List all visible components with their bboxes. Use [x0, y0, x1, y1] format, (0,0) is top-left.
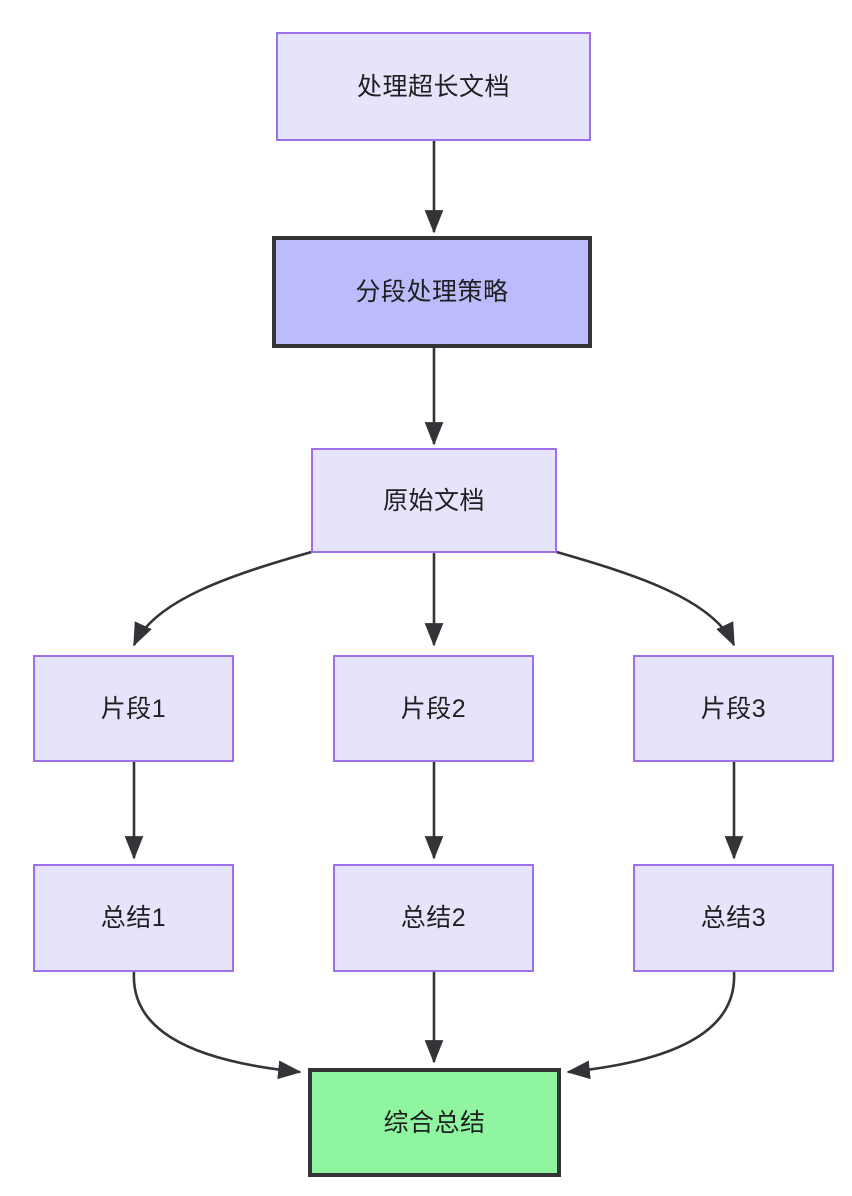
node-summary1[interactable]: 总结1: [33, 864, 234, 972]
node-label: 片段1: [100, 694, 167, 723]
node-doc-source[interactable]: 原始文档: [311, 448, 557, 553]
node-label: 原始文档: [382, 486, 485, 515]
node-chunk2[interactable]: 片段2: [333, 655, 534, 762]
node-label: 总结2: [400, 904, 467, 932]
node-summary2[interactable]: 总结2: [333, 864, 534, 972]
node-doc-long[interactable]: 处理超长文档: [276, 32, 591, 141]
node-label: 总结1: [100, 904, 167, 932]
node-label: 片段2: [400, 694, 467, 723]
node-summary3[interactable]: 总结3: [633, 864, 834, 972]
node-strategy[interactable]: 分段处理策略: [272, 236, 592, 348]
node-chunk1[interactable]: 片段1: [33, 655, 234, 762]
node-chunk3[interactable]: 片段3: [633, 655, 834, 762]
edge-doc-source-to-chunk3: [552, 549, 736, 647]
node-label: 总结3: [700, 904, 767, 932]
edge-summary1-to-final: [132, 971, 302, 1080]
edge-doc-source-to-chunk1: [132, 549, 316, 647]
node-label: 片段3: [700, 694, 767, 723]
node-label: 综合总结: [383, 1108, 486, 1137]
node-label: 处理超长文档: [356, 72, 510, 101]
node-final-summary[interactable]: 综合总结: [308, 1068, 561, 1177]
node-label: 分段处理策略: [355, 278, 509, 306]
edge-summary3-to-final: [566, 971, 736, 1080]
